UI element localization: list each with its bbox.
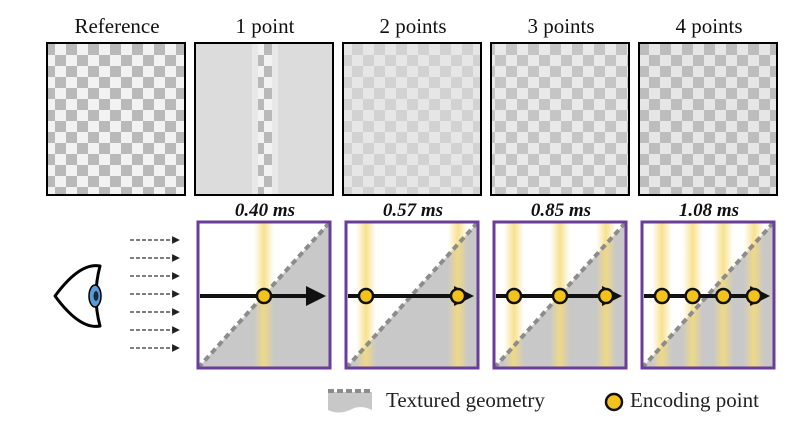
result-texture-1-point [194, 42, 334, 196]
result-texture-3-points [490, 42, 630, 196]
geometry-edge [492, 220, 628, 370]
panel-frame [344, 220, 480, 370]
timing-2-points: 0.57 ms [382, 200, 444, 221]
geometry-edge [196, 220, 332, 370]
column-label-1-point: 1 point [235, 14, 295, 38]
column-label-3-points: 3 points [527, 14, 595, 38]
diagram-panel-1-point [196, 220, 332, 370]
encoding-point [255, 287, 273, 305]
encoding-point [597, 287, 615, 305]
timing-3-points: 0.85 ms [530, 200, 592, 221]
eye-icon [53, 264, 102, 328]
encoding-point [684, 287, 701, 305]
result-texture-4-points [638, 42, 778, 196]
result-texture-2-points [342, 42, 482, 196]
legend-textured-geometry-swatch [328, 389, 372, 413]
geometry-edge [640, 220, 776, 370]
encoding-diagram-panels [196, 220, 776, 370]
panel-frame [492, 220, 628, 370]
encoding-point [505, 287, 523, 305]
column-label-2-points: 2 points [379, 14, 447, 38]
diagram-panel-4-points [640, 220, 776, 370]
legend-encoding-point-label: Encoding point [630, 388, 759, 412]
panel-frame [640, 220, 776, 370]
encoding-point [449, 287, 467, 305]
column-label-reference: Reference [74, 14, 160, 38]
diagram-panel-3-points [492, 220, 628, 370]
dashed-arrows [130, 236, 180, 352]
legend-encoding-point-swatch [604, 392, 624, 412]
legend-textured-geometry-label: Textured geometry [386, 388, 545, 412]
timing-4-points: 1.08 ms [678, 200, 740, 221]
encoding-point [745, 287, 763, 305]
encoding-point [715, 287, 732, 305]
diagram-panel-2-points [344, 220, 480, 370]
encoding-point [357, 287, 375, 305]
encoding-point [653, 287, 671, 305]
reference-texture-panel [46, 42, 186, 196]
timing-1-point: 0.40 ms [234, 200, 296, 221]
encoding-point [551, 287, 569, 305]
geometry-edge [344, 220, 480, 370]
column-label-4-points: 4 points [675, 14, 743, 38]
panel-frame [196, 220, 332, 370]
